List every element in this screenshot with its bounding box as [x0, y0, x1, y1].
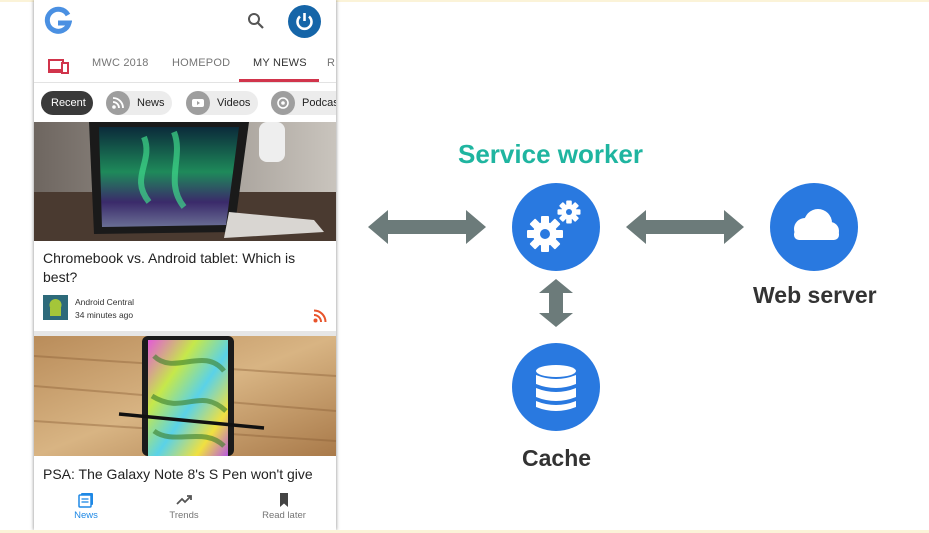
chip-podcasts[interactable]: Podcas [271, 91, 336, 115]
devices-icon[interactable] [48, 58, 70, 74]
topic-tabs: MWC 2018 HOMEPOD MY NEWS R [34, 45, 336, 83]
arrow-phone-to-service-worker [368, 210, 486, 244]
phone-app-screen: MWC 2018 HOMEPOD MY NEWS R Recent News V… [34, 0, 336, 530]
tab-overflow[interactable]: R [327, 57, 336, 69]
article-title[interactable]: Chromebook vs. Android tablet: Which is … [43, 250, 296, 285]
trending-icon [176, 495, 192, 505]
rss-feed-icon [313, 309, 327, 323]
google-g-icon [44, 6, 72, 34]
chip-recent[interactable]: Recent [41, 91, 93, 115]
nav-label: Trends [169, 510, 199, 521]
nav-news[interactable]: News [66, 486, 106, 521]
news-icon [78, 493, 93, 508]
search-icon[interactable] [247, 12, 265, 30]
filter-chips: Recent News Videos Podcas [34, 88, 336, 118]
web-server-label: Web server [753, 282, 877, 308]
nav-trends[interactable]: Trends [160, 486, 208, 521]
bookmark-icon [280, 493, 288, 507]
article-thumbnail-chromebook[interactable] [34, 122, 336, 241]
card-divider [34, 331, 336, 336]
tab-homepod[interactable]: HOMEPOD [172, 57, 231, 69]
gears-icon [527, 200, 581, 252]
account-avatar[interactable] [288, 5, 321, 38]
tab-my-news[interactable]: MY NEWS [253, 57, 307, 69]
video-icon [186, 91, 210, 115]
chip-label: News [137, 97, 165, 109]
source-logo [43, 295, 68, 320]
nav-read-later[interactable]: Read later [256, 486, 312, 521]
podcast-icon [271, 91, 295, 115]
chip-news[interactable]: News [106, 91, 172, 115]
chip-label: Podcas [302, 97, 336, 109]
rss-icon [106, 91, 130, 115]
database-icon [536, 365, 576, 411]
power-icon [296, 13, 313, 31]
nav-label: News [74, 510, 98, 521]
service-worker-label: Service worker [458, 139, 644, 169]
chip-label: Videos [217, 97, 251, 109]
nav-label: Read later [262, 510, 306, 521]
active-tab-indicator [239, 79, 319, 82]
chip-videos[interactable]: Videos [186, 91, 258, 115]
article-source: Android Central [75, 297, 135, 307]
app-bar [34, 0, 336, 45]
article-time: 34 minutes ago [75, 310, 134, 320]
article-title[interactable]: PSA: The Galaxy Note 8's S Pen won't giv… [43, 466, 313, 482]
cache-label: Cache [522, 445, 592, 471]
chip-label: Recent [51, 97, 86, 109]
cloud-icon [794, 209, 839, 240]
cache-node [512, 343, 600, 431]
article-thumbnail-galaxy-note[interactable] [34, 336, 336, 456]
arrow-service-worker-to-cache [539, 279, 573, 327]
bottom-border [0, 530, 929, 533]
web-server-node [770, 183, 858, 271]
service-worker-node [512, 183, 600, 271]
bottom-navigation: News Trends Read later [34, 486, 336, 530]
tab-mwc-2018[interactable]: MWC 2018 [92, 57, 149, 69]
arrow-service-worker-to-web-server [626, 210, 744, 244]
top-border [0, 0, 929, 2]
